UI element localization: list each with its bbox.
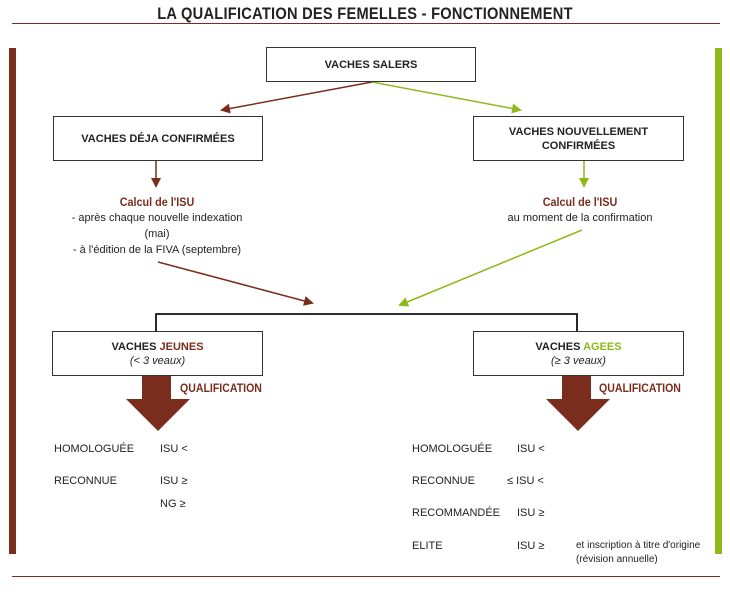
box-vaches-agees-prefix: VACHES [535,340,581,353]
qualification-label-right: QUALIFICATION [599,381,681,395]
young-row-3-criteria: NG ≥ [160,498,186,510]
box-vaches-agees-highlight: AGEES [583,340,622,353]
box-vaches-jeunes-sub: (< 3 veaux) [129,354,186,367]
left-side-bar [9,48,16,554]
bottom-rule [12,576,720,577]
box-vaches-jeunes-highlight: JEUNES [159,340,204,353]
box-vaches-deja-confirmees: VACHES DÉJA CONFIRMÉES [53,116,263,161]
right-calc-line: au moment de la confirmation [507,212,653,224]
qualification-label-left: QUALIFICATION [180,381,262,395]
box-vaches-nouvellement-confirmees: VACHES NOUVELLEMENT CONFIRMÉES [473,116,684,161]
box-nouvellement-line2: CONFIRMÉES [541,139,616,152]
old-row-4-label: ELITE [412,540,443,552]
right-side-bar [715,48,722,554]
box-vaches-salers: VACHES SALERS [266,47,476,82]
left-calc-line-1: - après chaque nouvelle indexation [71,212,243,224]
old-row-4-criteria: ISU ≥ [517,540,545,552]
old-row-3-label: RECOMMANDÉE [412,507,501,519]
title-rule [12,23,720,24]
split-bracket [155,313,578,331]
box-vaches-agees: VACHES AGEES (≥ 3 veaux) [473,331,684,376]
elite-note-line-1: et inscription à titre d'origine [576,540,701,551]
elite-note-line-2: (révision annuelle) [576,554,658,565]
box-vaches-jeunes-title: VACHES JEUNES [111,340,203,354]
left-calc-title: Calcul de l'ISU [119,195,195,209]
young-row-1-criteria: ISU < [160,443,188,455]
box-nouvellement-line1: VACHES NOUVELLEMENT [508,125,649,138]
elite-note: et inscription à titre d'origine (révisi… [576,539,700,567]
old-row-1-criteria: ISU < [517,443,545,455]
old-row-3-criteria: ISU ≥ [517,507,545,519]
old-row-2-label: RECONNUE [412,475,475,487]
box-vaches-agees-title: VACHES AGEES [535,340,621,354]
arrow-to-confirmed [220,81,373,114]
left-calc-notes: - après chaque nouvelle indexation (mai)… [32,210,282,258]
old-row-1-label: HOMOLOGUÉE [412,443,493,455]
arrow-left-calc-to-split [157,261,314,306]
right-calc-title: Calcul de l'ISU [542,195,618,209]
qualification-arrow-right [546,376,610,431]
arrow-right-calc-to-split [398,229,583,307]
box-vaches-deja-confirmees-label: VACHES DÉJA CONFIRMÉES [81,132,235,145]
page-title: LA QUALIFICATION DES FEMELLES - FONCTION… [157,4,573,23]
box-vaches-salers-label: VACHES SALERS [324,58,418,71]
young-row-1-label: HOMOLOGUÉE [54,443,135,455]
arrow-to-newly-confirmed [371,81,522,114]
box-vaches-agees-sub: (≥ 3 veaux) [551,354,606,367]
young-row-2-label: RECONNUE [54,475,117,487]
old-row-2-criteria: ≤ ISU < [507,475,544,487]
left-calc-line-3: - à l'édition de la FIVA (septembre) [72,244,242,256]
box-vaches-jeunes: VACHES JEUNES (< 3 veaux) [52,331,263,376]
left-calc-line-2: (mai) [144,228,170,240]
young-row-2-criteria: ISU ≥ [160,475,188,487]
qualification-arrow-left [126,376,190,431]
box-vaches-jeunes-prefix: VACHES [111,340,157,353]
